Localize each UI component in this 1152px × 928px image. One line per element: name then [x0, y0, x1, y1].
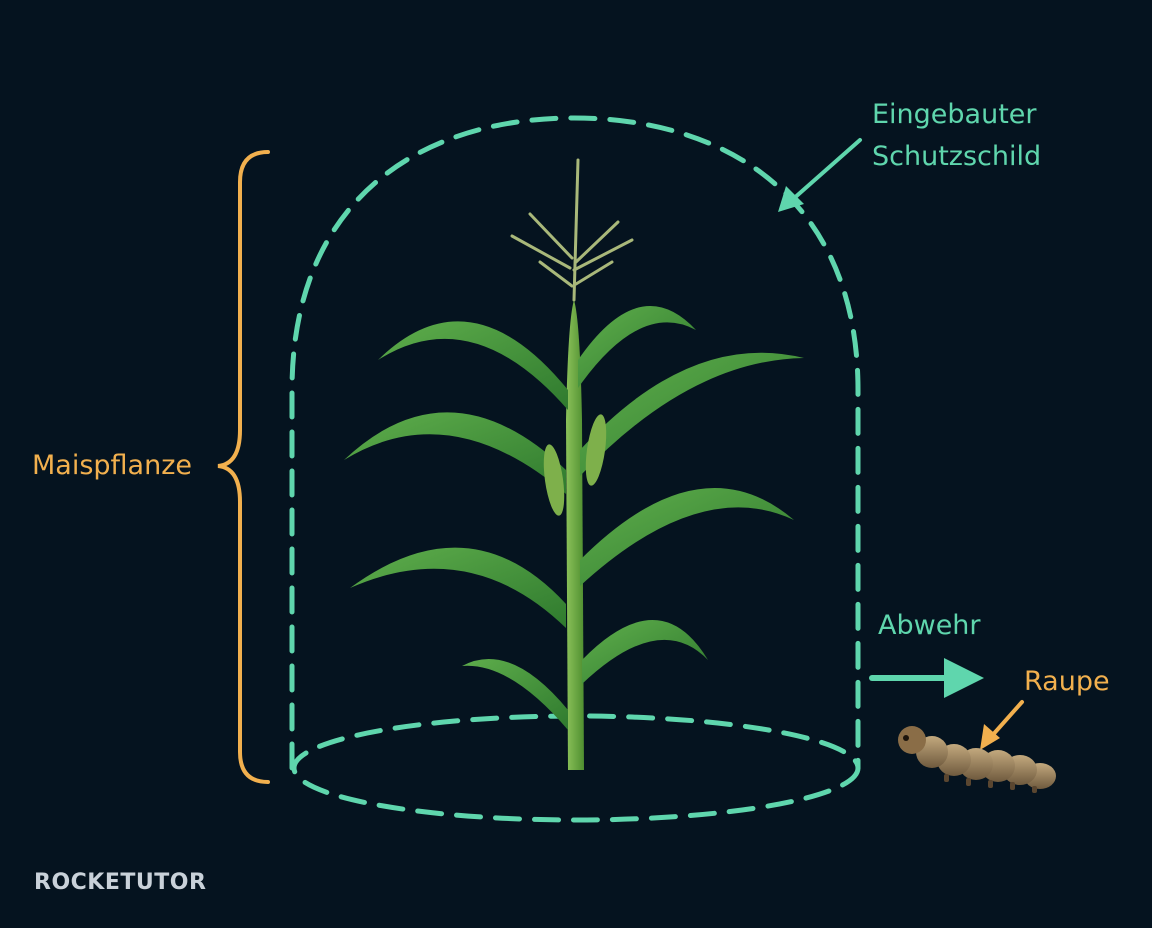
shield-pointer-arrow: [778, 138, 862, 212]
shield-label-line2: Schutzschild: [872, 141, 1042, 172]
shield-label: Eingebauter Schutzschild: [872, 94, 1041, 178]
corn-plant-icon: [344, 158, 804, 770]
caterpillar-icon: [898, 726, 1056, 793]
brand-logo: ROCKETUTOR: [34, 870, 207, 895]
caterpillar-pointer-arrow: [980, 700, 1024, 750]
shield-dome: [289, 115, 861, 771]
shield-label-line1: Eingebauter: [872, 99, 1037, 130]
defense-label: Abwehr: [878, 610, 981, 641]
caterpillar-label: Raupe: [1024, 666, 1110, 697]
defense-arrow-icon: [869, 658, 984, 698]
plant-label: Maispflanze: [32, 450, 192, 481]
plant-brace: [217, 150, 270, 784]
